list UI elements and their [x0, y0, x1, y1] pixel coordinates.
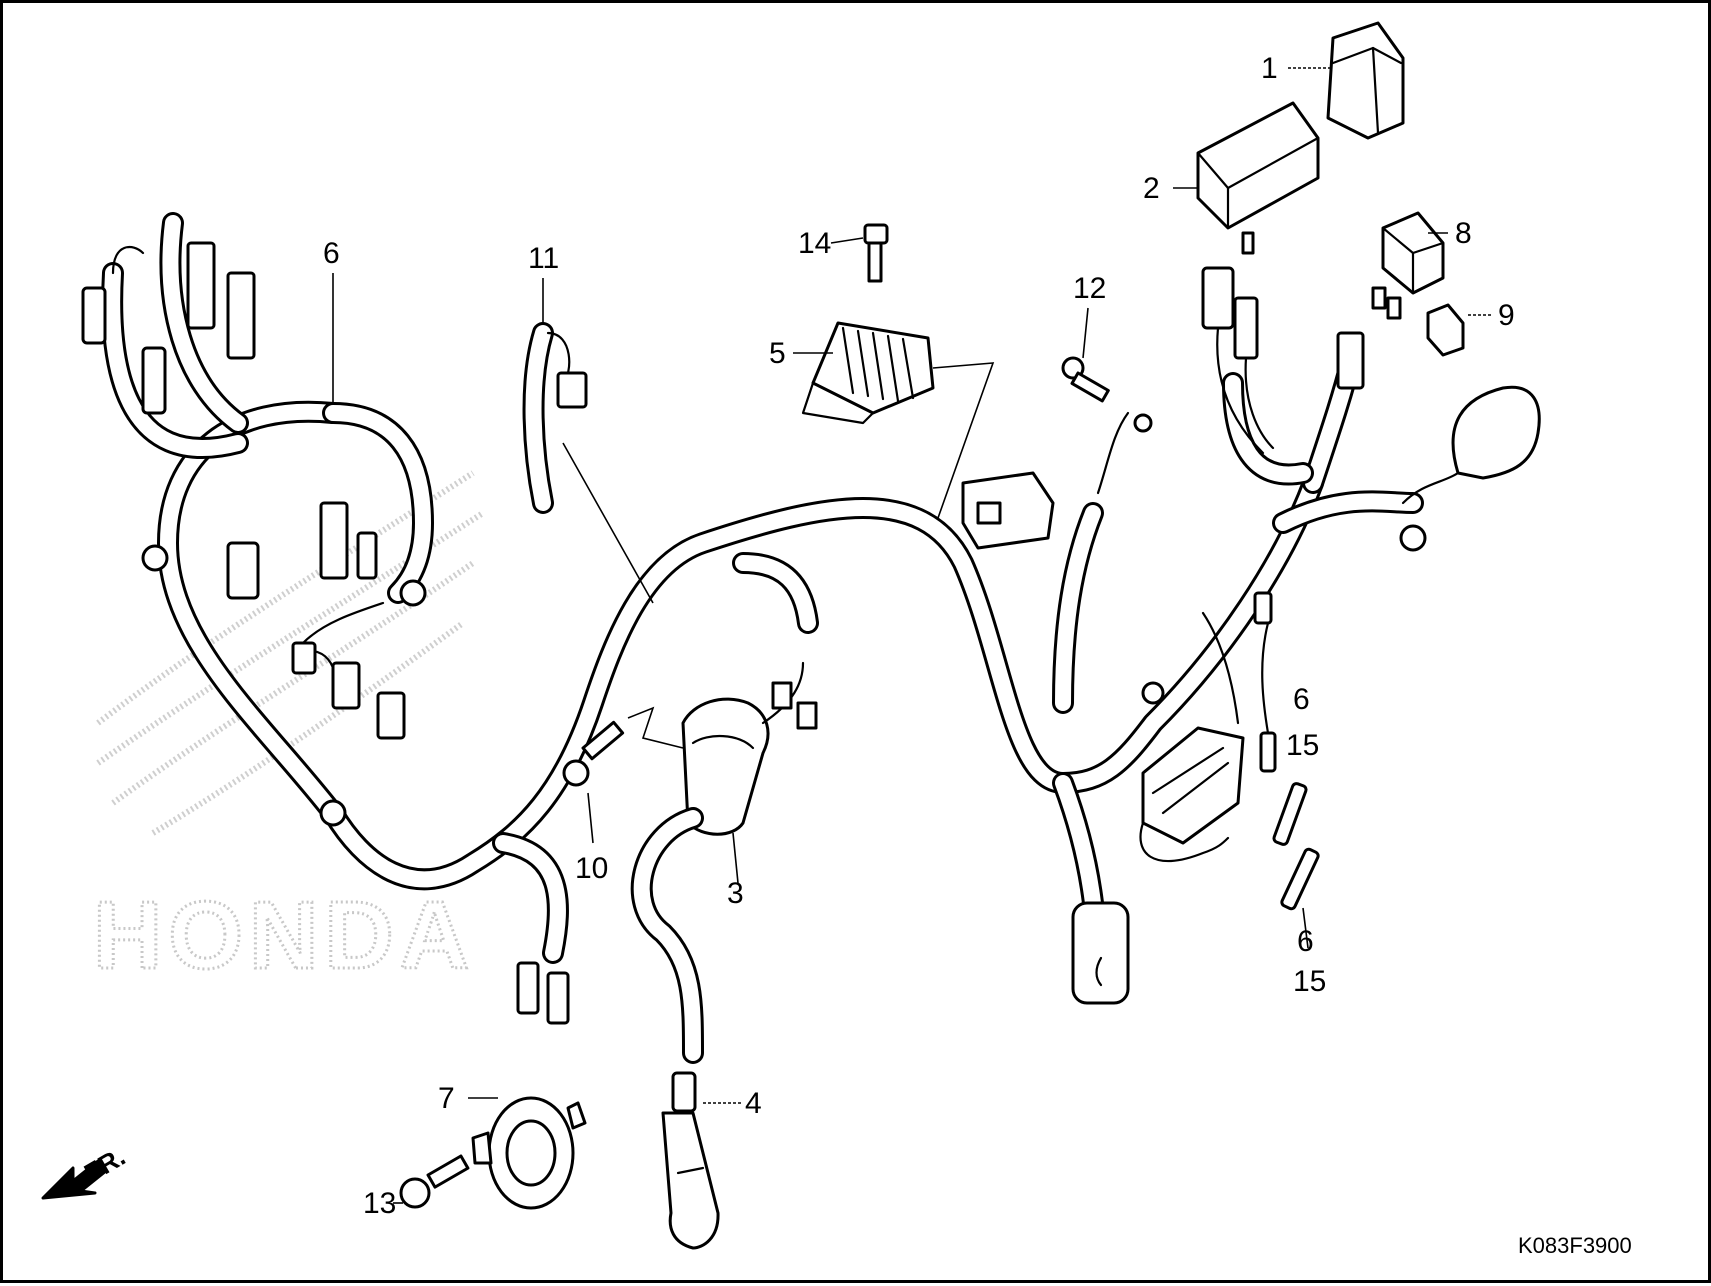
part-10-bolt-head	[562, 759, 590, 787]
connector-top-right-1	[1201, 266, 1235, 330]
callout-11: 11	[528, 242, 559, 275]
connector-left-7	[356, 531, 378, 580]
connector-left-1	[81, 286, 107, 345]
drawing-code: K083F3900	[1518, 1233, 1632, 1258]
left-connectors	[81, 241, 1427, 827]
part-10-bolt	[562, 706, 684, 787]
clamp-left	[141, 544, 169, 572]
fuse-lead-2	[1259, 731, 1277, 773]
front-arrow-icon	[41, 1159, 108, 1200]
callout-15-fuse-b: 15	[1293, 965, 1326, 998]
callout-6-fuse-b: 6	[1297, 925, 1314, 958]
callout-1: 1	[1261, 52, 1278, 85]
callout-14: 14	[798, 227, 831, 260]
callout-7: 7	[438, 1082, 455, 1115]
ground-terminal	[1133, 413, 1153, 433]
leader-lines	[332, 67, 1493, 1204]
fuse-a	[1272, 782, 1308, 846]
callout-15-fuse-a: 15	[1286, 729, 1319, 762]
horn-leads	[516, 961, 570, 1025]
connector-top-right-3	[1336, 331, 1365, 390]
watermark-lettering: HONDA	[93, 882, 475, 989]
part-13-bolt-shank	[426, 1154, 470, 1189]
clamp-far-right	[1399, 524, 1427, 552]
part-4-boot-top	[671, 1071, 697, 1113]
condenser-body	[1071, 901, 1130, 1005]
part-8-pin-2	[1386, 296, 1402, 320]
callout-12: 12	[1073, 272, 1106, 305]
callout-3: 3	[727, 877, 744, 910]
connector-left-5	[226, 541, 260, 600]
fuse-lead-1	[1253, 591, 1273, 625]
callout-10: 10	[575, 852, 608, 885]
connector-left-10	[291, 641, 317, 675]
part-14-bolt-shank	[867, 241, 883, 283]
callout-13: 13	[363, 1187, 396, 1220]
callout-4: 4	[745, 1087, 762, 1120]
part-13-bolt-head	[399, 1177, 431, 1209]
right-top-connectors	[1201, 266, 1365, 455]
connector-left-2	[141, 346, 167, 415]
connector-left-8	[331, 661, 361, 710]
fuse-b-body	[1280, 847, 1320, 911]
part-14-bolt-head	[863, 223, 889, 245]
part-8-relay	[1371, 211, 1445, 320]
clamp-bottom-loop	[319, 799, 347, 827]
connector-left-3	[186, 241, 216, 330]
part-9-small-relay	[1426, 303, 1465, 357]
fuse-a-body	[1272, 782, 1308, 846]
part-8-pin-1	[1371, 286, 1387, 310]
callout-6-fuse-a: 6	[1293, 683, 1310, 716]
part-2-terminal	[1241, 231, 1255, 255]
wire-harness-diagram-svg: HONDA	[41, 21, 1632, 1258]
connector-left-4	[226, 271, 256, 360]
connector-left-9	[376, 691, 406, 740]
part-5-connector-socket	[976, 501, 1002, 525]
part-7-horn	[471, 1096, 587, 1210]
callout-9: 9	[1498, 299, 1515, 332]
connector-left-6	[319, 501, 349, 580]
connector-top-right-2	[1233, 296, 1259, 360]
condenser	[1071, 901, 1130, 1005]
callout-numbers: 1 2 3 4 5 6 6 15 6 15 7 8 9 10 11 12 13 …	[323, 52, 1515, 1220]
part-7-horn-center	[505, 1119, 557, 1187]
callout-5: 5	[769, 337, 786, 370]
part-3-terminal-1	[771, 681, 793, 710]
right-end-boot	[1401, 385, 1541, 505]
horn-lead-connector-2	[546, 971, 570, 1025]
honda-watermark: HONDA	[92, 470, 485, 991]
fuse-box	[1139, 591, 1277, 863]
part-11-connector	[556, 371, 588, 409]
part-5-regulator-rectifier	[801, 321, 1055, 550]
part-11-sub-harness	[522, 322, 588, 514]
part-12-bolt	[1061, 356, 1153, 495]
horn-lead-connector-1	[516, 961, 540, 1015]
part-2-control-unit	[1196, 101, 1320, 255]
callout-2: 2	[1143, 172, 1160, 205]
part-3-ignition-coil	[630, 661, 818, 1064]
part-14-bolt	[863, 223, 889, 283]
part-3-terminal-2	[796, 701, 818, 730]
part-12-bolt-shank	[1070, 371, 1110, 403]
callout-8: 8	[1455, 217, 1472, 250]
fuse-b	[1280, 847, 1320, 911]
callout-6-harness: 6	[323, 237, 340, 270]
clamp-right	[1141, 681, 1165, 705]
part-10-bolt-shank	[581, 720, 625, 761]
part-13-bolt	[399, 1154, 470, 1209]
front-direction-marker: FR.	[41, 1141, 130, 1200]
clamp-right-of-loop	[399, 579, 427, 607]
part-4-spark-plug-cap	[661, 1071, 720, 1250]
part-1-relay-cover	[1326, 21, 1405, 140]
